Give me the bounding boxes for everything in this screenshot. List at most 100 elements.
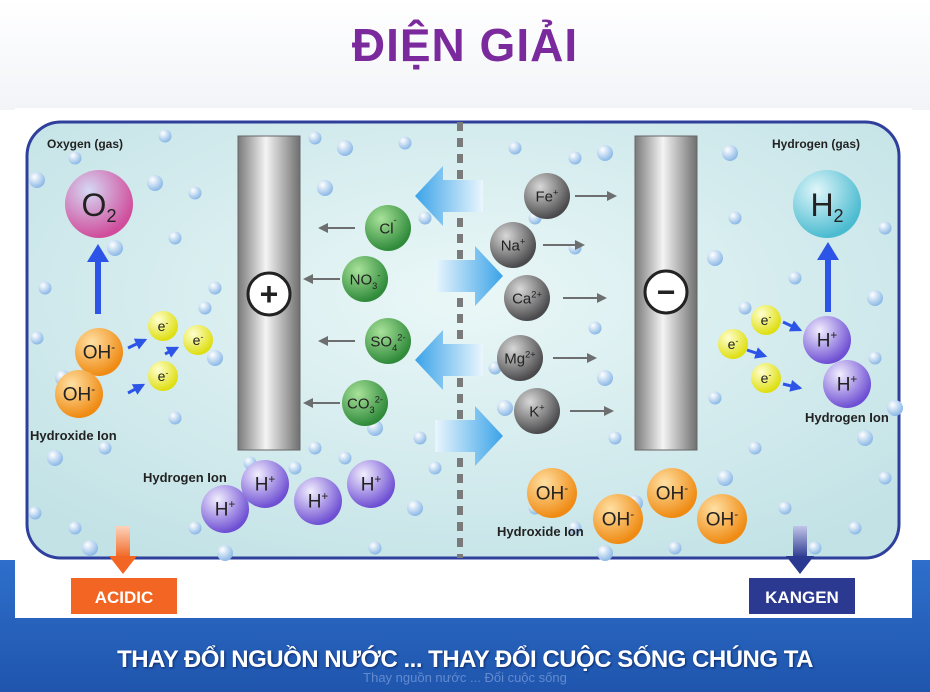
- hydrogen-molecule: H2: [793, 170, 861, 238]
- water-bubble: [669, 542, 682, 555]
- water-bubble: [589, 322, 602, 335]
- water-bubble: [147, 175, 163, 191]
- hydroxide-ion: OH-: [647, 468, 697, 518]
- water-bubble: [31, 332, 44, 345]
- water-bubble: [509, 142, 522, 155]
- hydroxide-ion-label: OH-: [706, 508, 739, 531]
- water-bubble: [749, 442, 762, 455]
- anode-sign: +: [260, 276, 279, 312]
- water-bubble: [739, 302, 752, 315]
- water-bubble: [879, 472, 892, 485]
- water-bubble: [729, 212, 742, 225]
- hydrogen-ion: H+: [347, 460, 395, 508]
- h2-symbol: H: [810, 187, 833, 223]
- water-bubble: [107, 240, 123, 256]
- cathode-electrode: −: [635, 136, 697, 450]
- water-bubble: [709, 392, 722, 405]
- cation-ion: Mg2+: [497, 335, 543, 381]
- water-bubble: [707, 250, 723, 266]
- water-bubble: [414, 432, 427, 445]
- anion-ion: SO42-: [365, 318, 411, 364]
- water-bubble: [189, 187, 202, 200]
- water-bubble: [169, 412, 182, 425]
- right-hydrogen-label: Hydrogen Ion: [805, 410, 889, 425]
- water-bubble: [29, 507, 42, 520]
- water-bubble: [217, 545, 233, 561]
- water-bubble: [289, 462, 302, 475]
- water-bubble: [399, 137, 412, 150]
- hydroxide-ion: OH-: [697, 494, 747, 544]
- water-bubble: [199, 302, 212, 315]
- water-bubble: [789, 272, 802, 285]
- hydrogen-ion: H+: [201, 485, 249, 533]
- electron: e-: [751, 363, 781, 393]
- cation-ion: Ca2+: [504, 275, 550, 321]
- water-bubble: [29, 172, 45, 188]
- water-bubble: [597, 545, 613, 561]
- water-bubble: [189, 522, 202, 535]
- water-bubble: [867, 290, 883, 306]
- o2-symbol: O: [82, 187, 107, 223]
- electron: e-: [751, 305, 781, 335]
- hydrogen-ion: H+: [294, 477, 342, 525]
- anion-ion: NO3-: [342, 256, 388, 302]
- cation-ion: K+: [514, 388, 560, 434]
- hydroxide-ion: OH-: [527, 468, 577, 518]
- anode-electrode: +: [238, 136, 300, 450]
- water-bubble: [337, 140, 353, 156]
- water-bubble: [47, 450, 63, 466]
- h2-subscript: 2: [834, 206, 844, 226]
- water-bubble: [869, 352, 882, 365]
- water-bubble: [339, 452, 352, 465]
- water-bubble: [82, 540, 98, 556]
- caption: Thay nguồn nước ... Đổi cuộc sống: [0, 670, 930, 685]
- water-bubble: [99, 442, 112, 455]
- anion-ion: Cl-: [365, 205, 411, 251]
- electron: e-: [148, 311, 178, 341]
- acidic-label: ACIDIC: [95, 588, 154, 607]
- water-bubble: [207, 350, 223, 366]
- electron: e-: [148, 361, 178, 391]
- hydrogen-ion: H+: [241, 460, 289, 508]
- water-bubble: [309, 132, 322, 145]
- hydrogen-gas-label: Hydrogen (gas): [772, 137, 860, 151]
- water-bubble: [169, 232, 182, 245]
- electron: e-: [183, 325, 213, 355]
- hydroxide-ion-label: OH-: [602, 508, 635, 531]
- water-bubble: [609, 432, 622, 445]
- water-bubble: [779, 502, 792, 515]
- water-bubble: [887, 400, 903, 416]
- hydroxide-ion-label: OH-: [63, 383, 96, 406]
- water-bubble: [309, 442, 322, 455]
- cation-ion: Fe+: [524, 173, 570, 219]
- hydroxide-ion-label: OH-: [536, 482, 569, 505]
- water-bubble: [569, 242, 582, 255]
- water-bubble: [209, 282, 222, 295]
- hydroxide-ion: OH-: [55, 370, 103, 418]
- hydrogen-ion: H+: [823, 360, 871, 408]
- water-bubble: [497, 400, 513, 416]
- hydroxide-ion: OH-: [75, 328, 123, 376]
- water-bubble: [849, 522, 862, 535]
- water-bubble: [69, 522, 82, 535]
- water-bubble: [879, 222, 892, 235]
- left-hydrogen-label: Hydrogen Ion: [143, 470, 227, 485]
- water-bubble: [407, 500, 423, 516]
- anion-ion: CO32-: [342, 380, 388, 426]
- kangen-label: KANGEN: [765, 588, 839, 607]
- water-bubble: [597, 370, 613, 386]
- right-hydroxide-label: Hydroxide Ion: [497, 524, 584, 539]
- water-bubble: [569, 152, 582, 165]
- water-bubble: [317, 180, 333, 196]
- water-bubble: [159, 130, 172, 143]
- water-bubble: [429, 462, 442, 475]
- o2-subscript: 2: [106, 206, 116, 226]
- water-bubble: [369, 542, 382, 555]
- left-hydroxide-label: Hydroxide Ion: [30, 428, 117, 443]
- electrolysis-diagram: + −: [15, 108, 912, 618]
- hydrogen-ion: H+: [803, 316, 851, 364]
- water-bubble: [419, 212, 432, 225]
- cation-ion: Na+: [490, 222, 536, 268]
- water-bubble: [69, 152, 82, 165]
- water-bubble: [39, 282, 52, 295]
